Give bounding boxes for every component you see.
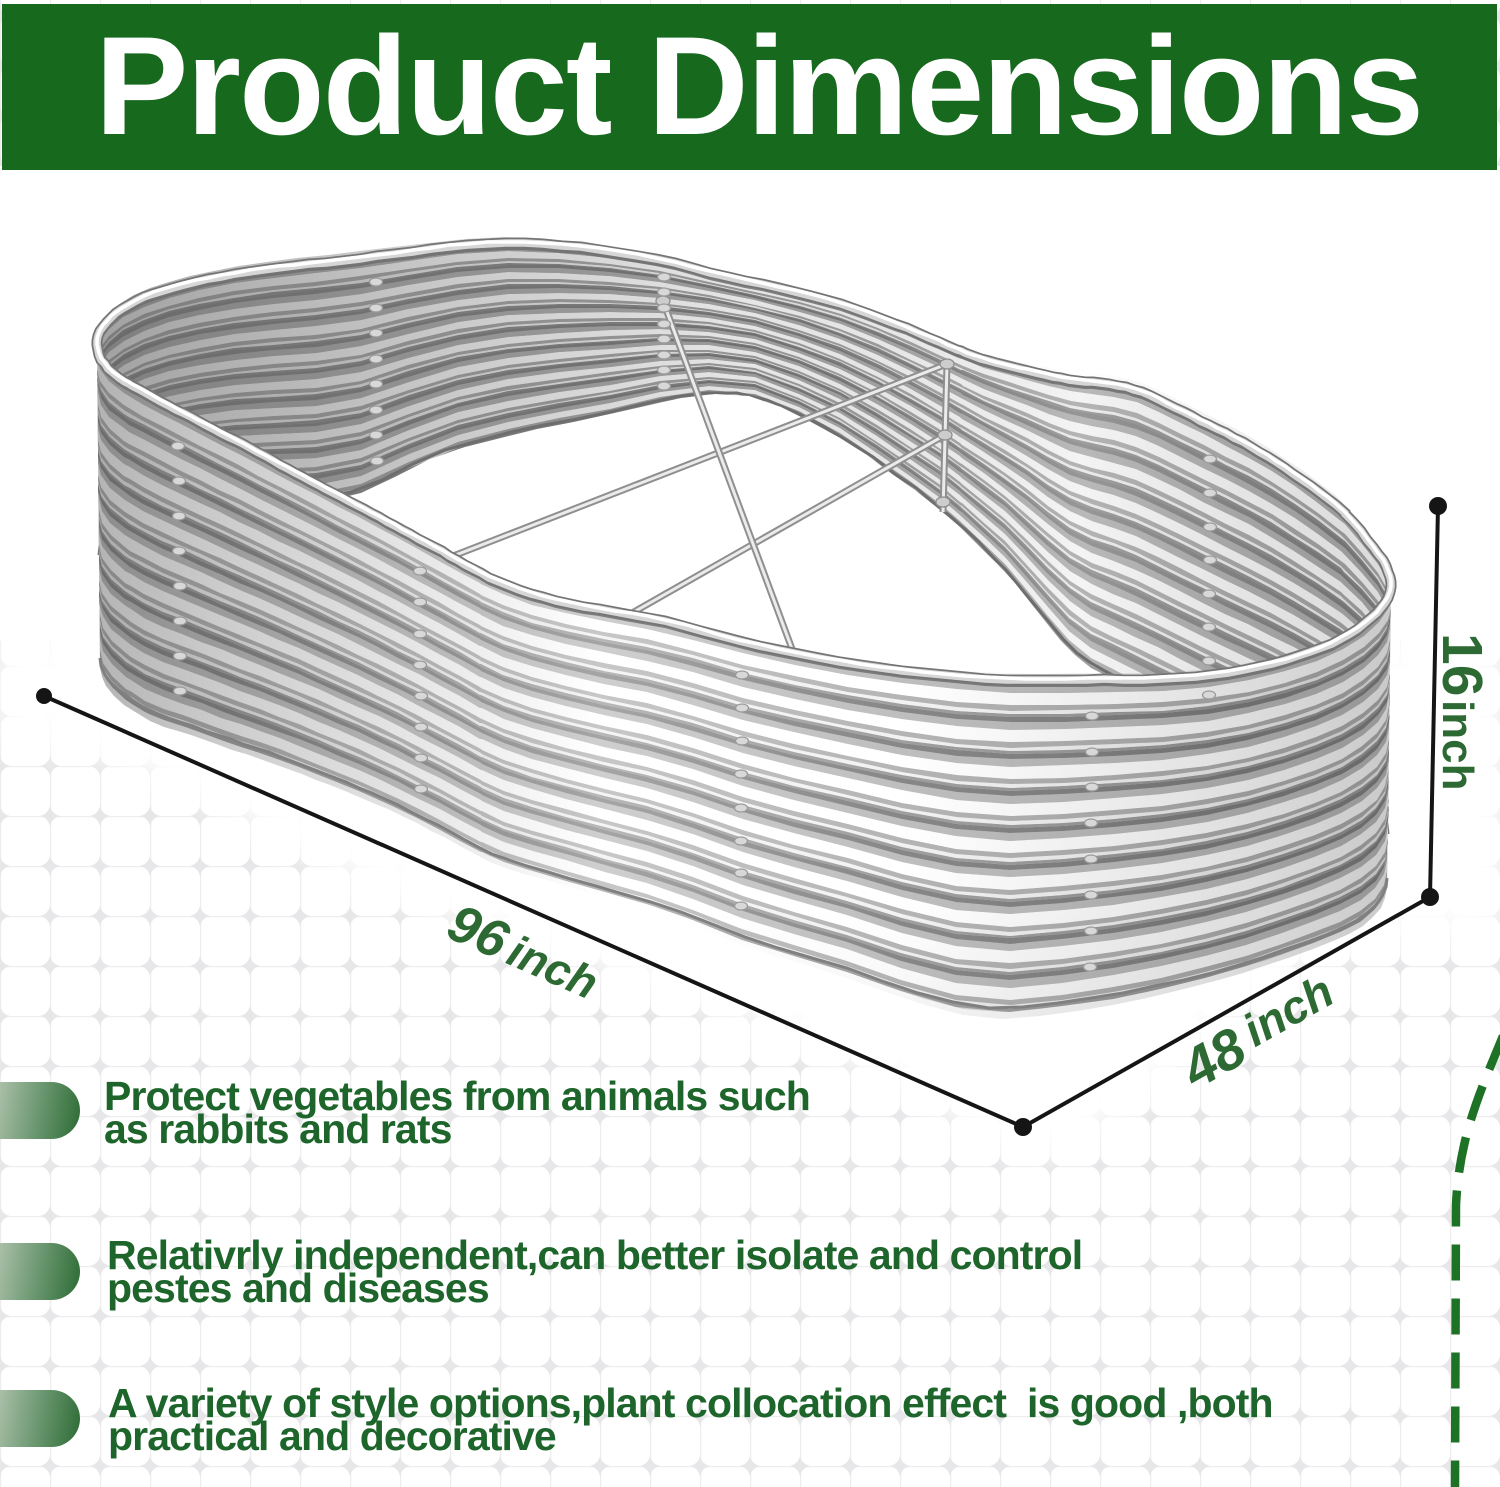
svg-text:inch: inch <box>1433 700 1482 790</box>
svg-text:16: 16 <box>1430 633 1494 696</box>
